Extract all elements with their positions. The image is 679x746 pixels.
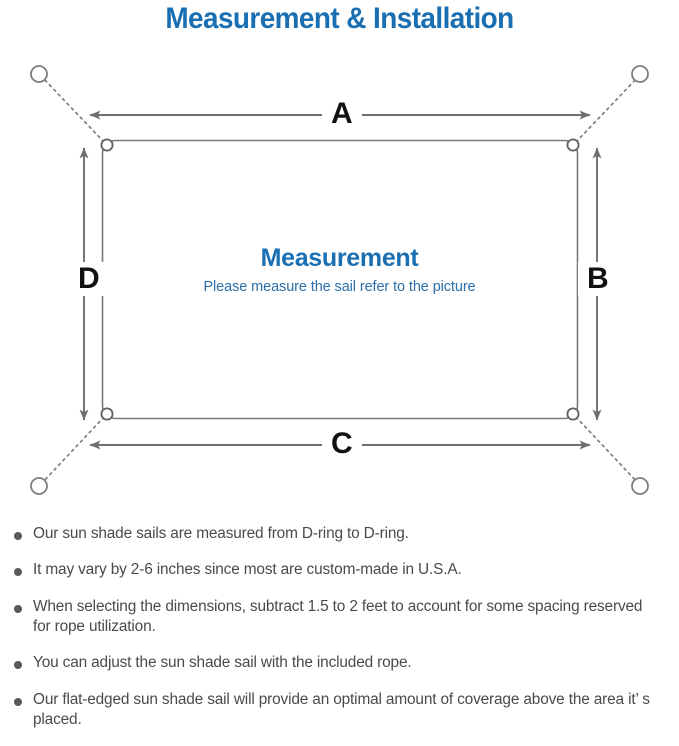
bullet-icon xyxy=(14,604,22,613)
rope-bottom-left xyxy=(40,416,105,485)
notes-list: Our sun shade sails are measured from D-… xyxy=(0,524,679,746)
list-item: When selecting the dimensions, subtract … xyxy=(0,597,679,638)
bullet-icon xyxy=(14,532,22,540)
anchor-point-bottom-right xyxy=(631,477,649,495)
list-item: You can adjust the sun shade sail with t… xyxy=(0,653,679,673)
dimension-label-a: A xyxy=(322,97,362,131)
rope-bottom-right xyxy=(575,416,640,485)
list-item: It may vary by 2-6 inches since most are… xyxy=(0,560,679,580)
note-text: Our flat-edged sun shade sail will provi… xyxy=(33,690,650,728)
bullet-icon xyxy=(14,661,22,670)
note-text: When selecting the dimensions, subtract … xyxy=(33,597,643,635)
measurement-diagram xyxy=(0,48,679,518)
list-item: Our sun shade sails are measured from D-… xyxy=(0,524,679,544)
d-ring-bottom-left xyxy=(100,407,114,421)
anchor-point-bottom-left xyxy=(30,477,48,495)
d-ring-bottom-right xyxy=(566,407,580,421)
anchor-point-top-right xyxy=(631,65,649,83)
anchor-point-top-left xyxy=(30,65,48,83)
sail-measurement-sublabel: Please measure the sail refer to the pic… xyxy=(203,279,476,295)
bullet-icon xyxy=(14,697,22,706)
note-text: It may vary by 2-6 inches since most are… xyxy=(33,561,462,579)
sail-measurement-label: Measurement xyxy=(260,244,419,272)
rope-top-right xyxy=(575,75,640,143)
d-ring-top-right xyxy=(566,138,580,152)
note-text: You can adjust the sun shade sail with t… xyxy=(33,654,412,672)
dimension-label-b: B xyxy=(578,262,618,296)
list-item: Our flat-edged sun shade sail will provi… xyxy=(0,690,679,731)
dimension-label-c: C xyxy=(322,427,362,461)
rope-top-left xyxy=(40,75,105,143)
d-ring-top-left xyxy=(100,138,114,152)
diagram-canvas xyxy=(30,65,649,495)
note-text: Our sun shade sails are measured from D-… xyxy=(33,525,409,542)
dimension-label-d: D xyxy=(69,262,109,296)
bullet-icon xyxy=(14,568,22,577)
page-title: Measurement & Installation xyxy=(165,2,514,35)
